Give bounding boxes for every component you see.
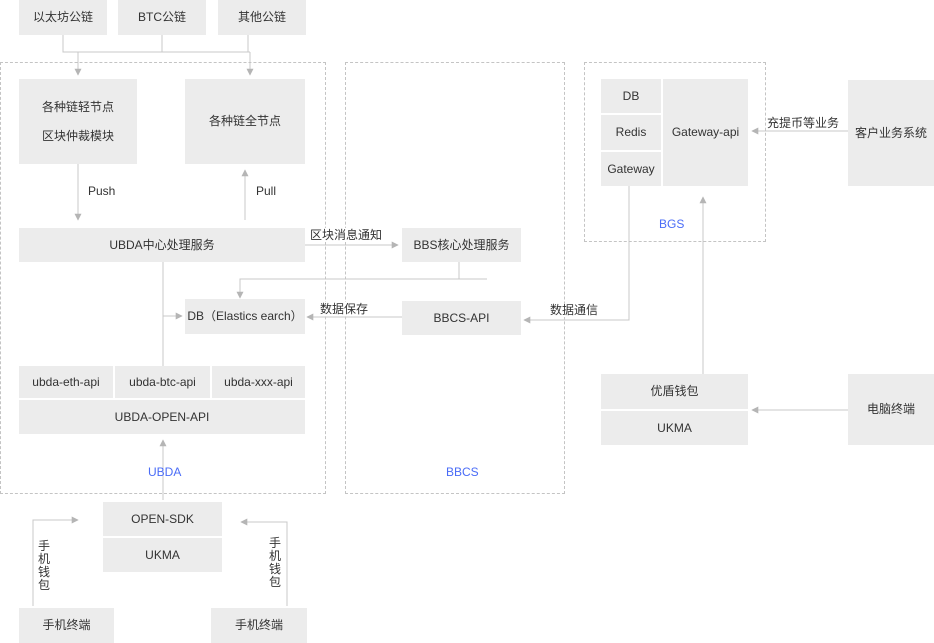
ubda-eth-api-box: ubda-eth-api xyxy=(19,366,113,398)
pc-terminal-box: 电脑终端 xyxy=(848,374,934,445)
other-chain-box: 其他公链 xyxy=(218,0,306,35)
pc-ukma-box: UKMA xyxy=(601,411,748,445)
ethereum-chain-box: 以太坊公链 xyxy=(19,0,107,35)
gateway-api-box: Gateway-api xyxy=(663,79,748,186)
mobile-terminal-right-box: 手机终端 xyxy=(211,608,307,643)
bgs-region xyxy=(584,62,766,242)
bbs-core-service-box: BBS核心处理服务 xyxy=(402,228,521,262)
btc-chain-box: BTC公链 xyxy=(118,0,206,35)
data-save-label: 数据保存 xyxy=(320,302,369,316)
ubda-region xyxy=(0,62,326,494)
mobile-wallet-right-label: 手机钱包 xyxy=(268,536,282,589)
ubda-btc-api-box: ubda-btc-api xyxy=(115,366,210,398)
push-label: Push xyxy=(88,184,116,198)
block-notify-label: 区块消息通知 xyxy=(310,228,383,242)
bgs-db-box: DB xyxy=(601,79,661,113)
ubda-xxx-api-box: ubda-xxx-api xyxy=(212,366,305,398)
ubda-center-service-box: UBDA中心处理服务 xyxy=(19,228,305,262)
bbcs-region-label: BBCS xyxy=(446,465,479,479)
customer-system-box: 客户业务系统 xyxy=(848,80,934,186)
bgs-region-label: BGS xyxy=(659,217,685,231)
sdk-ukma-box: UKMA xyxy=(103,538,222,572)
mobile-terminal-left-box: 手机终端 xyxy=(19,608,114,643)
full-node-box: 各种链全节点 xyxy=(185,79,305,164)
mobile-wallet-left-label: 手机钱包 xyxy=(37,539,51,592)
pc-wallet-box: 优盾钱包 xyxy=(601,374,748,409)
ubda-open-api-box: UBDA-OPEN-API xyxy=(19,400,305,434)
ubda-region-label: UBDA xyxy=(148,465,182,479)
light-node-box: 各种链轻节点 区块仲裁模块 xyxy=(19,79,137,164)
bgs-gateway-box: Gateway xyxy=(601,152,661,186)
bbcs-region xyxy=(345,62,565,494)
pull-label: Pull xyxy=(256,184,277,198)
bgs-redis-box: Redis xyxy=(601,115,661,150)
open-sdk-box: OPEN-SDK xyxy=(103,502,222,536)
data-comm-label: 数据通信 xyxy=(550,303,599,317)
db-elasticsearch-box: DB（Elastics earch） xyxy=(185,299,305,334)
bbcs-api-box: BBCS-API xyxy=(402,301,521,335)
light-node-label: 各种链轻节点 xyxy=(41,99,114,114)
recharge-business-label: 充提币等业务 xyxy=(767,116,840,130)
arbitration-module-label: 区块仲裁模块 xyxy=(41,128,114,143)
